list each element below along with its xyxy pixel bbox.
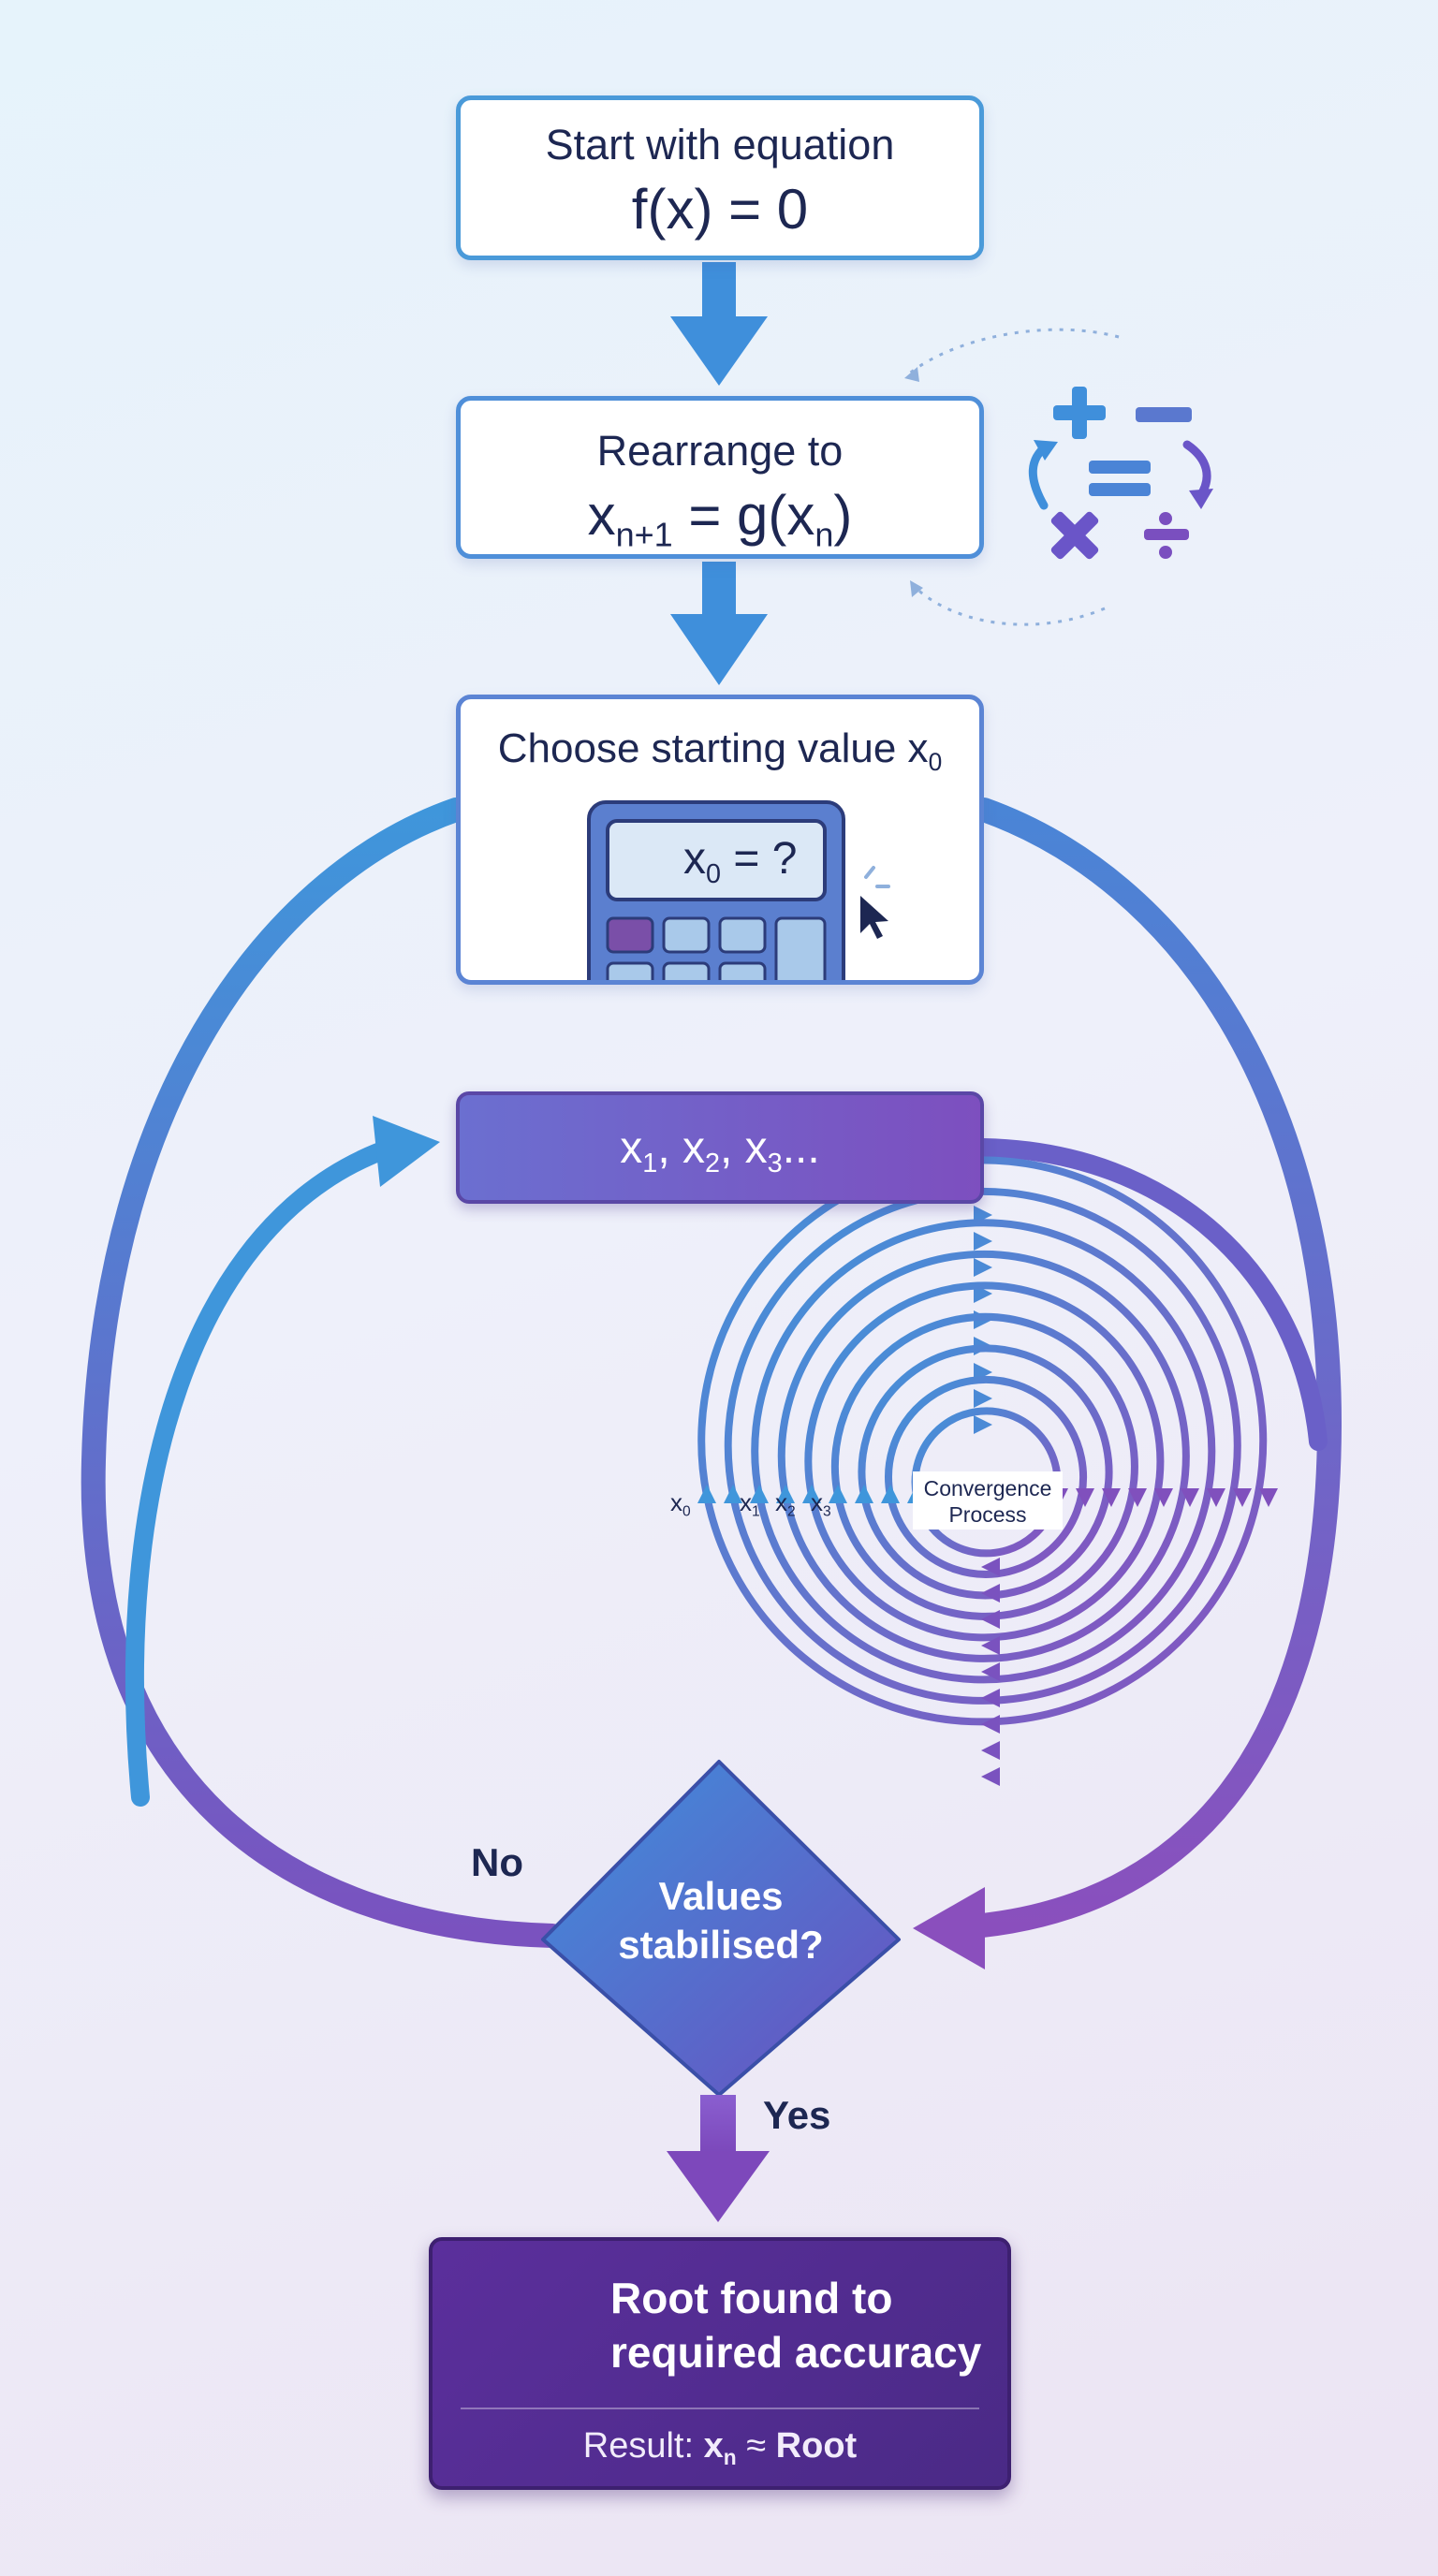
ring-arrow-left — [776, 1485, 795, 1503]
ring-arrow-right — [1181, 1488, 1199, 1507]
equals-icon — [1089, 461, 1151, 496]
step-rearrange-box: Rearrange to xn+1 = g(xn) — [456, 396, 984, 559]
ring-arrow-right — [1076, 1488, 1094, 1507]
result-line: Result: xn ≈ Root — [582, 2426, 858, 2469]
ring-arrow-top — [974, 1389, 992, 1408]
ring-arrow-right — [1259, 1488, 1278, 1507]
step-start-box: Start with equation f(x) = 0 — [456, 95, 984, 260]
multiply-icon — [1050, 511, 1099, 560]
dotted-arc-top — [907, 328, 1120, 376]
step-start-line1: Start with equation — [545, 121, 895, 168]
convergence-ring — [885, 1375, 1088, 1578]
ring-arrow-bottom — [981, 1558, 1000, 1576]
arrow-yes-to-result — [667, 2095, 770, 2222]
ring-arrow-bottom — [981, 1741, 1000, 1760]
iterate-label-x1: x1 — [740, 1488, 760, 1520]
ring-arrow-bottom — [981, 1767, 1000, 1786]
calculator-key — [606, 961, 654, 980]
convergence-ring — [724, 1187, 1241, 1705]
convergence-ring — [804, 1281, 1165, 1642]
convergence-ring — [830, 1312, 1138, 1620]
convergence-ring — [751, 1219, 1216, 1684]
ring-arrow-bottom — [981, 1689, 1000, 1707]
step-choose-label: Choose starting value x0 — [497, 725, 943, 777]
ring-arrow-left — [802, 1485, 821, 1503]
dotted-arc-bottom — [911, 583, 1106, 626]
convergence-ring — [858, 1344, 1113, 1600]
step-choose-box: Choose starting value x0 — [456, 695, 984, 985]
convergence-spiral — [697, 1156, 1278, 1786]
iterate-label-x2: x2 — [775, 1488, 796, 1520]
calculator-key — [718, 961, 767, 980]
step-calculate-box: x1, x2, x3... — [456, 1091, 984, 1204]
cursor-icon — [860, 866, 890, 939]
iterate-label-x3: x3 — [811, 1488, 831, 1520]
calculator-key — [718, 916, 767, 954]
decision-yes-label: Yes — [763, 2093, 831, 2137]
ring-arrow-right — [1154, 1488, 1173, 1507]
ring-arrow-left — [724, 1485, 742, 1503]
result-title: Root found to required accuracy — [610, 2274, 982, 2377]
step-calculate-label: x1, x2, x3... — [620, 1122, 820, 1178]
ring-arrow-top — [974, 1232, 992, 1251]
decision-no-label: No — [471, 1840, 523, 1884]
arrowhead-to-calculate — [373, 1116, 440, 1187]
loop-inner-left — [125, 1137, 403, 1807]
ring-arrow-left — [697, 1485, 716, 1503]
ring-arrow-right — [1207, 1488, 1225, 1507]
ring-arrow-left — [750, 1485, 769, 1503]
ring-arrow-bottom — [981, 1662, 1000, 1681]
calculator-key — [662, 961, 711, 980]
ring-arrow-right — [1102, 1488, 1121, 1507]
calculator-key-red — [606, 916, 654, 954]
divide-icon — [1144, 512, 1189, 559]
calculator-display-text: x0 = ? — [683, 834, 798, 890]
arrowhead-to-decision — [913, 1887, 985, 1969]
minus-icon — [1136, 407, 1192, 422]
ring-arrow-bottom — [981, 1610, 1000, 1629]
ring-arrow-left — [829, 1485, 847, 1503]
calculator-key-tall — [774, 916, 827, 980]
loop-outer-left — [81, 798, 565, 1948]
ring-arrow-top — [974, 1415, 992, 1434]
convergence-ring — [777, 1250, 1190, 1662]
plus-icon — [1053, 387, 1106, 439]
iterate-label-x0: x0 — [670, 1488, 691, 1520]
curl-arrow-right — [1182, 440, 1211, 501]
result-box: Root found to required accuracy Result: … — [429, 2237, 1011, 2490]
loop-calc-right — [975, 1138, 1328, 1451]
step-rearrange-line1: Rearrange to — [596, 427, 844, 475]
result-divider — [461, 2408, 979, 2409]
convergence-ring — [697, 1156, 1268, 1726]
ring-arrow-right — [1128, 1488, 1147, 1507]
ring-arrow-bottom — [981, 1584, 1000, 1603]
ring-arrow-right — [1233, 1488, 1252, 1507]
convergence-label-bg — [913, 1471, 1063, 1530]
ring-arrow-left — [881, 1485, 900, 1503]
loop-outer-right — [933, 798, 1343, 1940]
step-start-equation: f(x) = 0 — [631, 178, 809, 241]
math-operators-cluster — [904, 328, 1213, 626]
ring-arrow-top — [974, 1258, 992, 1277]
ring-arrow-bottom — [981, 1715, 1000, 1734]
calculator-key — [662, 916, 711, 954]
decision-label: Values stabilised? — [618, 1874, 824, 1967]
step-rearrange-formula: xn+1 = g(xn) — [587, 484, 853, 554]
ring-arrow-left — [855, 1485, 873, 1503]
ring-arrow-bottom — [981, 1636, 1000, 1655]
convergence-ring — [911, 1407, 1062, 1558]
calculator-icon — [587, 800, 890, 980]
arrow-start-to-rearrange — [670, 262, 768, 386]
convergence-label: Convergence Process — [923, 1476, 1052, 1527]
arrow-rearrange-to-choose — [670, 562, 768, 685]
